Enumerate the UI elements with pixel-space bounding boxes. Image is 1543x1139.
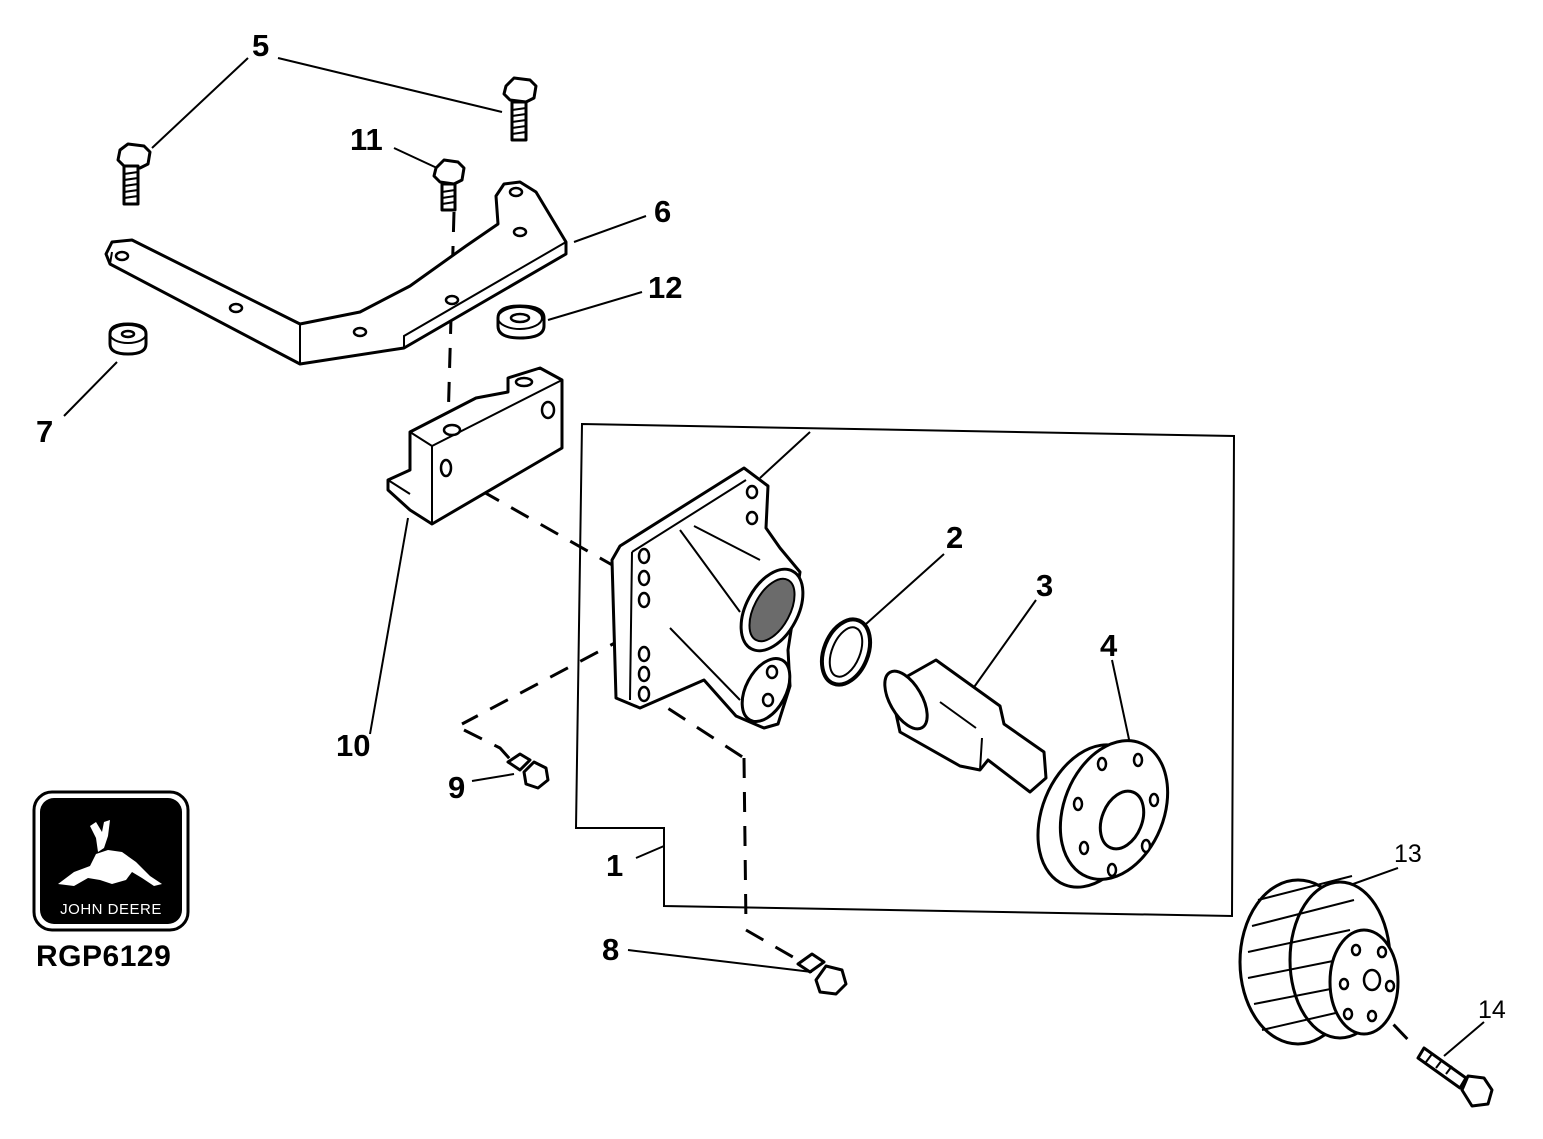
callout-1: 1 xyxy=(606,848,623,883)
spacer-washer-7 xyxy=(108,322,148,356)
callout-12: 12 xyxy=(648,270,682,305)
mounting-plate xyxy=(104,180,568,366)
callout-8: 8 xyxy=(602,932,619,967)
callout-7: 7 xyxy=(36,414,53,449)
john-deere-logo: JOHN DEERE xyxy=(32,790,190,932)
leader-lines xyxy=(63,57,1485,1057)
cap-screw-14 xyxy=(1416,1046,1494,1108)
shaft xyxy=(883,658,1048,794)
leaping-deer-icon xyxy=(58,820,162,886)
callout-3: 3 xyxy=(1036,568,1053,603)
snap-ring xyxy=(819,617,873,687)
cap-screw-9 xyxy=(506,752,550,790)
spacer-washer-12 xyxy=(496,304,546,340)
callout-4: 4 xyxy=(1100,628,1118,663)
callout-13: 13 xyxy=(1394,840,1422,868)
callout-9: 9 xyxy=(448,770,465,805)
bearing-housing xyxy=(610,466,805,730)
callout-labels: 1 2 3 4 5 6 7 8 9 10 11 12 13 14 xyxy=(36,28,1506,1024)
callout-10: 10 xyxy=(336,728,370,763)
logo-brand-text: JOHN DEERE xyxy=(60,901,162,918)
cap-screw-5-left xyxy=(116,142,152,206)
pulley xyxy=(1238,875,1400,1046)
hub xyxy=(1036,739,1170,889)
callout-14: 14 xyxy=(1478,996,1506,1024)
callout-6: 6 xyxy=(654,194,671,229)
assembly-outline xyxy=(574,422,1236,918)
callout-11: 11 xyxy=(350,122,383,157)
figure-reference-code: RGP6129 xyxy=(36,940,172,973)
callout-2: 2 xyxy=(946,520,963,555)
cap-screw-8 xyxy=(796,952,848,996)
callout-5: 5 xyxy=(252,28,269,63)
mounting-block xyxy=(386,366,564,526)
cap-screw-11 xyxy=(432,158,466,212)
cap-screw-5-right xyxy=(502,76,538,142)
